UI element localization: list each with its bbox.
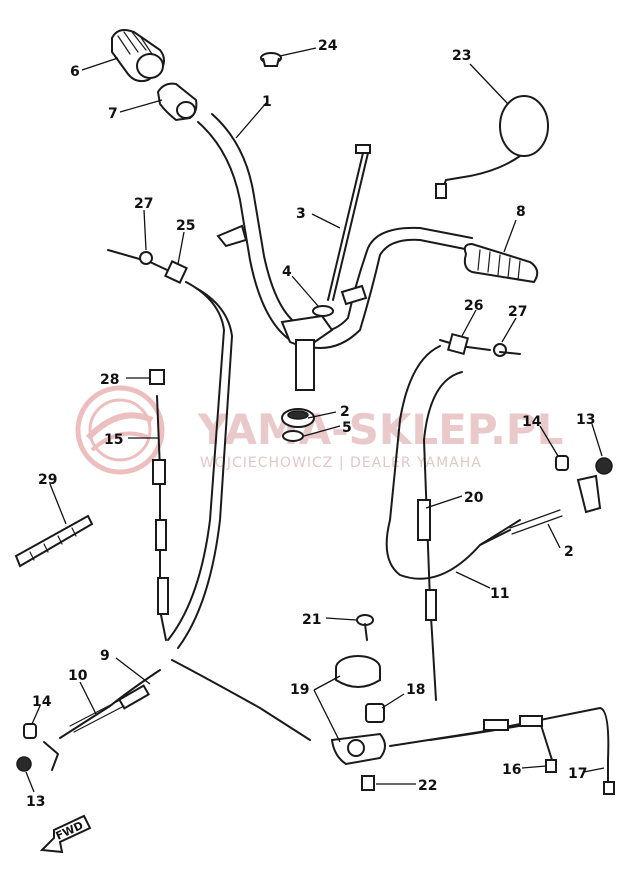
callout-13-right: 13 — [576, 412, 595, 428]
watermark-title: YAMA-SKLEP.PL — [197, 405, 563, 454]
callout-1: 1 — [262, 94, 272, 110]
callout-27-left: 27 — [134, 196, 153, 212]
bottom-bolt — [361, 775, 375, 791]
callout-27-right: 27 — [508, 304, 527, 320]
callout-15: 15 — [104, 432, 123, 448]
handlebar — [197, 113, 473, 391]
cap-nut — [260, 52, 282, 67]
callout-14-right: 14 — [522, 414, 542, 430]
callout-17: 17 — [568, 766, 587, 782]
junction-box — [330, 655, 386, 766]
callout-28: 28 — [100, 372, 119, 388]
callout-9: 9 — [100, 648, 110, 664]
watermark: YAMA-SKLEP.PL WOJCIECHOWICZ | DEALER YAM… — [75, 385, 563, 475]
callout-11: 11 — [490, 586, 509, 602]
callout-25: 25 — [176, 218, 195, 234]
callout-6: 6 — [70, 64, 80, 80]
callout-16: 16 — [502, 762, 521, 778]
callout-20: 20 — [464, 490, 484, 506]
callout-2-spring: 2 — [564, 544, 574, 560]
clutch-lever-assembly — [107, 249, 233, 649]
callout-23: 23 — [452, 48, 471, 64]
cable-end-fittings-left — [16, 723, 59, 772]
callout-5: 5 — [342, 420, 352, 436]
cable-strap — [14, 514, 94, 568]
washer-small — [312, 305, 334, 317]
callout-13-left: 13 — [26, 794, 45, 810]
throttle-cable-assembly — [385, 332, 615, 795]
callout-19: 19 — [290, 682, 309, 698]
callout-24: 24 — [318, 38, 338, 54]
mirror — [435, 95, 549, 199]
forward-arrow-marker: FWD — [39, 814, 92, 854]
callout-29: 29 — [38, 472, 57, 488]
watermark-logo — [75, 385, 165, 475]
callout-18: 18 — [406, 682, 425, 698]
washer-lower — [282, 430, 304, 442]
adjuster-nut — [149, 369, 165, 385]
lower-cable — [59, 659, 311, 741]
callout-7: 7 — [108, 106, 118, 122]
left-grip — [111, 29, 165, 83]
callout-2-damper: 2 — [340, 404, 350, 420]
grip-collar — [156, 82, 198, 122]
cable-clip — [365, 703, 385, 723]
watermark-subtitle: WOJCIECHOWICZ | DEALER YAMAHA — [200, 455, 482, 471]
clutch-cable — [152, 395, 169, 641]
callout-8: 8 — [516, 204, 526, 220]
screw — [356, 614, 374, 641]
callout-21: 21 — [302, 612, 321, 628]
callout-22: 22 — [418, 778, 437, 794]
rubber-damper — [281, 408, 315, 428]
cable-end-fittings-right — [555, 455, 613, 514]
callout-26: 26 — [464, 298, 483, 314]
right-grip — [463, 242, 539, 284]
callout-labels: 1 2 2 3 4 5 6 7 8 9 10 11 13 13 14 14 15 — [25, 38, 605, 810]
long-bolt — [327, 144, 371, 301]
callout-10: 10 — [68, 668, 88, 684]
callout-14-left: 14 — [32, 694, 52, 710]
callout-4: 4 — [282, 264, 292, 280]
callout-3: 3 — [296, 206, 306, 222]
